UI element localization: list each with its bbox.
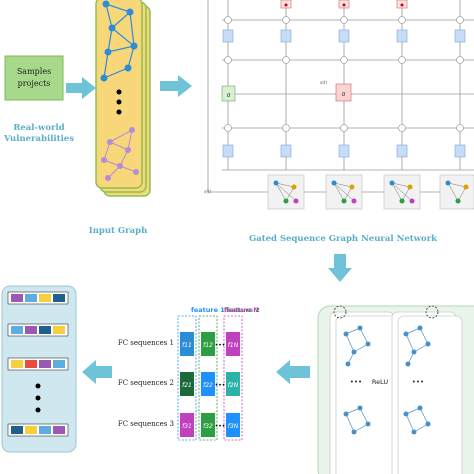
sigma-gate-red: σ [335, 83, 352, 102]
blue-graph [103, 3, 135, 79]
h-cells-row-1 [222, 29, 466, 43]
samples-line-1: Samples [17, 67, 51, 76]
cell-f1n: f1N [228, 342, 239, 349]
cell-f31: f31 [182, 423, 192, 430]
sum-nodes-row-1 [224, 56, 464, 64]
arrow-down-to-relu [328, 254, 352, 282]
fc-sequences-block: feature 1 feature 2 feature N FC sequenc… [118, 306, 260, 441]
input-graph-panel [95, 0, 151, 197]
output-panel [1, 285, 77, 453]
feature-n-header: feature N [224, 306, 259, 314]
top-red-gates [280, 0, 408, 9]
sum-nodes-row-3 [224, 124, 464, 132]
real-world-caption-2: Vulnerabilities [3, 134, 74, 144]
samples-projects-box: Samples projects [4, 55, 64, 101]
arrow-to-output [82, 360, 112, 384]
ggnn-label: Gated Sequence Graph Neural Network [249, 234, 438, 244]
cell-f21: f21 [182, 382, 192, 389]
arrow-to-fc [276, 360, 310, 384]
fc-seq-2: FC sequences 2 [118, 379, 174, 387]
row2-ellipsis: ••• [215, 382, 226, 389]
sigma2-label: σ [342, 91, 346, 98]
cell-f3n: f3N [228, 423, 239, 430]
ggnn-network [207, 0, 474, 193]
relu-label: ReLU [372, 378, 389, 386]
sum-nodes-row-2 [224, 16, 464, 24]
relu-ellipsis-1: ••• [350, 378, 362, 386]
input-graph-label: Input Graph [89, 226, 148, 236]
relu-ellipsis-2: ••• [412, 378, 424, 386]
samples-line-2: projects [18, 79, 51, 88]
real-world-caption-1: Real-world [13, 123, 64, 133]
arrow-to-ggnn [160, 75, 192, 97]
h-cells-row-2 [222, 144, 466, 158]
x-input-label: x(t) [320, 80, 327, 85]
fc-seq-3: FC sequences 3 [118, 420, 174, 428]
cell-f12: f12 [203, 342, 213, 349]
cell-f2n: f2N [228, 382, 239, 389]
x-input-label-2: x(t) [204, 189, 211, 194]
relu-panel: ••• ••• ReLU [317, 305, 474, 474]
row1-ellipsis: ••• [215, 342, 226, 349]
arrow-to-input-graph [66, 77, 96, 99]
cell-f11: f11 [182, 342, 192, 349]
cell-f22: f22 [203, 382, 213, 389]
fc-seq-1: FC sequences 1 [118, 339, 174, 347]
vertical-ellipsis [116, 89, 122, 115]
graph-cells [267, 174, 474, 210]
cell-f32: f32 [203, 423, 213, 430]
row3-ellipsis: ••• [215, 423, 226, 430]
feature-1-header: feature 1 [191, 306, 225, 314]
feature-2-header: feature 2 [226, 306, 260, 314]
sigma-gate-green: σ [221, 85, 236, 102]
sigma-label: σ [227, 92, 231, 99]
